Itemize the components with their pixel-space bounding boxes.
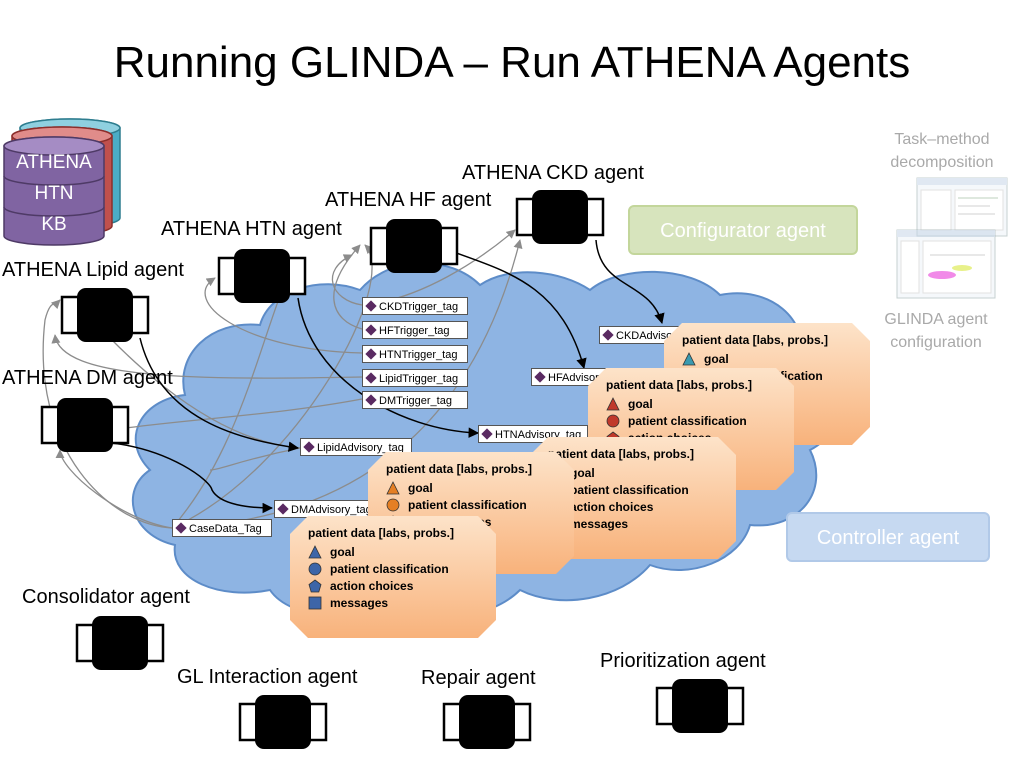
hf-trigger-tag: HFTrigger_tag bbox=[362, 321, 468, 339]
task-method-thumbnail bbox=[916, 177, 1008, 237]
triangle-icon bbox=[682, 351, 696, 365]
task-method-caption: Task–method decomposition bbox=[880, 128, 1004, 174]
card-item: goal bbox=[682, 350, 870, 367]
slide-title: Running GLINDA – Run ATHENA Agents bbox=[113, 38, 911, 87]
card-item: messages bbox=[308, 594, 496, 611]
lipid-agent-icon bbox=[60, 288, 150, 342]
circle-icon bbox=[386, 498, 400, 511]
repair-agent-icon bbox=[442, 695, 532, 749]
card-title: patient data [labs, probs.] bbox=[682, 333, 829, 347]
card-item-label: goal bbox=[330, 544, 355, 559]
card-item: goal bbox=[386, 479, 574, 496]
dm-agent-label: ATHENA DM agent bbox=[2, 367, 173, 389]
htn-agent-label: ATHENA HTN agent bbox=[161, 218, 342, 240]
card-item-label: patient classification bbox=[628, 413, 747, 428]
consolidator-agent-label: Consolidator agent bbox=[22, 586, 190, 608]
card-title: patient data [labs, probs.] bbox=[606, 378, 753, 392]
lipid-agent-label: ATHENA Lipid agent bbox=[2, 259, 184, 281]
card-item-label: action choices bbox=[570, 499, 654, 514]
configurator-agent-box: Configurator agent bbox=[628, 205, 858, 255]
lipid-trigger-tag: LipidTrigger_tag bbox=[362, 369, 468, 387]
card-title: patient data [labs, probs.] bbox=[548, 447, 695, 461]
circle-icon bbox=[308, 562, 322, 575]
dm-agent-icon bbox=[40, 398, 130, 452]
pentagon-icon bbox=[308, 579, 322, 592]
ckd-agent-label: ATHENA CKD agent bbox=[462, 162, 644, 184]
card-item-label: messages bbox=[330, 595, 389, 610]
dm-advisory-tag: DMAdvisory_tag bbox=[274, 500, 380, 518]
controller-agent-box: Controller agent bbox=[786, 512, 990, 562]
glinda-config-thumbnail bbox=[896, 229, 996, 299]
glinda-config-caption: GLINDA agent configuration bbox=[872, 308, 1000, 354]
card-item: patient classification bbox=[548, 481, 736, 498]
ckd-trigger-tag: CKDTrigger_tag bbox=[362, 297, 468, 315]
consolidator-agent-icon bbox=[75, 616, 165, 670]
kb-label-htn: HTN bbox=[34, 183, 74, 204]
card-item-label: action choices bbox=[330, 578, 414, 593]
card-title: patient data [labs, probs.] bbox=[386, 462, 533, 476]
card-item: patient classification bbox=[308, 560, 496, 577]
card-item: patient classification bbox=[386, 496, 574, 513]
card-item: action choices bbox=[308, 577, 496, 594]
prioritization-agent-label: Prioritization agent bbox=[600, 650, 766, 672]
glinda-config-caption-line1: GLINDA agent bbox=[884, 311, 988, 328]
card-item: goal bbox=[606, 395, 794, 412]
card-title: patient data [labs, probs.] bbox=[308, 526, 455, 540]
hf-agent-icon bbox=[369, 219, 459, 273]
triangle-icon bbox=[386, 480, 400, 494]
triangle-icon bbox=[606, 396, 620, 410]
case-data-tag: CaseData_Tag bbox=[172, 519, 272, 537]
kb-label-athena: ATHENA bbox=[16, 152, 92, 173]
card-item: action choices bbox=[548, 498, 736, 515]
ckd-agent-icon bbox=[515, 190, 605, 244]
card-item: goal bbox=[308, 543, 496, 560]
glinda-config-caption-line2: configuration bbox=[890, 334, 982, 351]
dm-patient-data-card: patient data [labs, probs.] goal patient c… bbox=[290, 516, 496, 638]
card-item-label: patient classification bbox=[570, 482, 689, 497]
triangle-icon bbox=[308, 544, 322, 558]
hf-agent-label: ATHENA HF agent bbox=[325, 189, 492, 211]
circle-icon bbox=[606, 414, 620, 427]
gl-interaction-agent-label: GL Interaction agent bbox=[177, 666, 358, 688]
card-item-label: goal bbox=[628, 396, 653, 411]
card-item: goal bbox=[548, 464, 736, 481]
card-item-label: messages bbox=[570, 516, 629, 531]
htn-agent-icon bbox=[217, 249, 307, 303]
knowledge-base-stack bbox=[3, 118, 121, 246]
card-item-label: goal bbox=[408, 480, 433, 495]
card-item-label: goal bbox=[704, 351, 729, 366]
square-icon bbox=[308, 596, 322, 609]
dm-trigger-tag: DMTrigger_tag bbox=[362, 391, 468, 409]
card-item: messages bbox=[548, 515, 736, 532]
lipid-advisory-tag: LipidAdvisory_tag bbox=[300, 438, 412, 456]
agent-icons bbox=[40, 190, 745, 749]
card-item: patient classification bbox=[606, 412, 794, 429]
gl-interaction-agent-icon bbox=[238, 695, 328, 749]
card-item-label: goal bbox=[570, 465, 595, 480]
task-method-caption-line2: decomposition bbox=[890, 154, 994, 171]
repair-agent-label: Repair agent bbox=[421, 667, 536, 689]
card-item-label: patient classification bbox=[408, 497, 527, 512]
card-item-label: patient classification bbox=[330, 561, 449, 576]
htn-trigger-tag: HTNTrigger_tag bbox=[362, 345, 468, 363]
kb-label-kb: KB bbox=[41, 214, 67, 235]
prioritization-agent-icon bbox=[655, 679, 745, 733]
task-method-caption-line1: Task–method bbox=[894, 131, 990, 148]
